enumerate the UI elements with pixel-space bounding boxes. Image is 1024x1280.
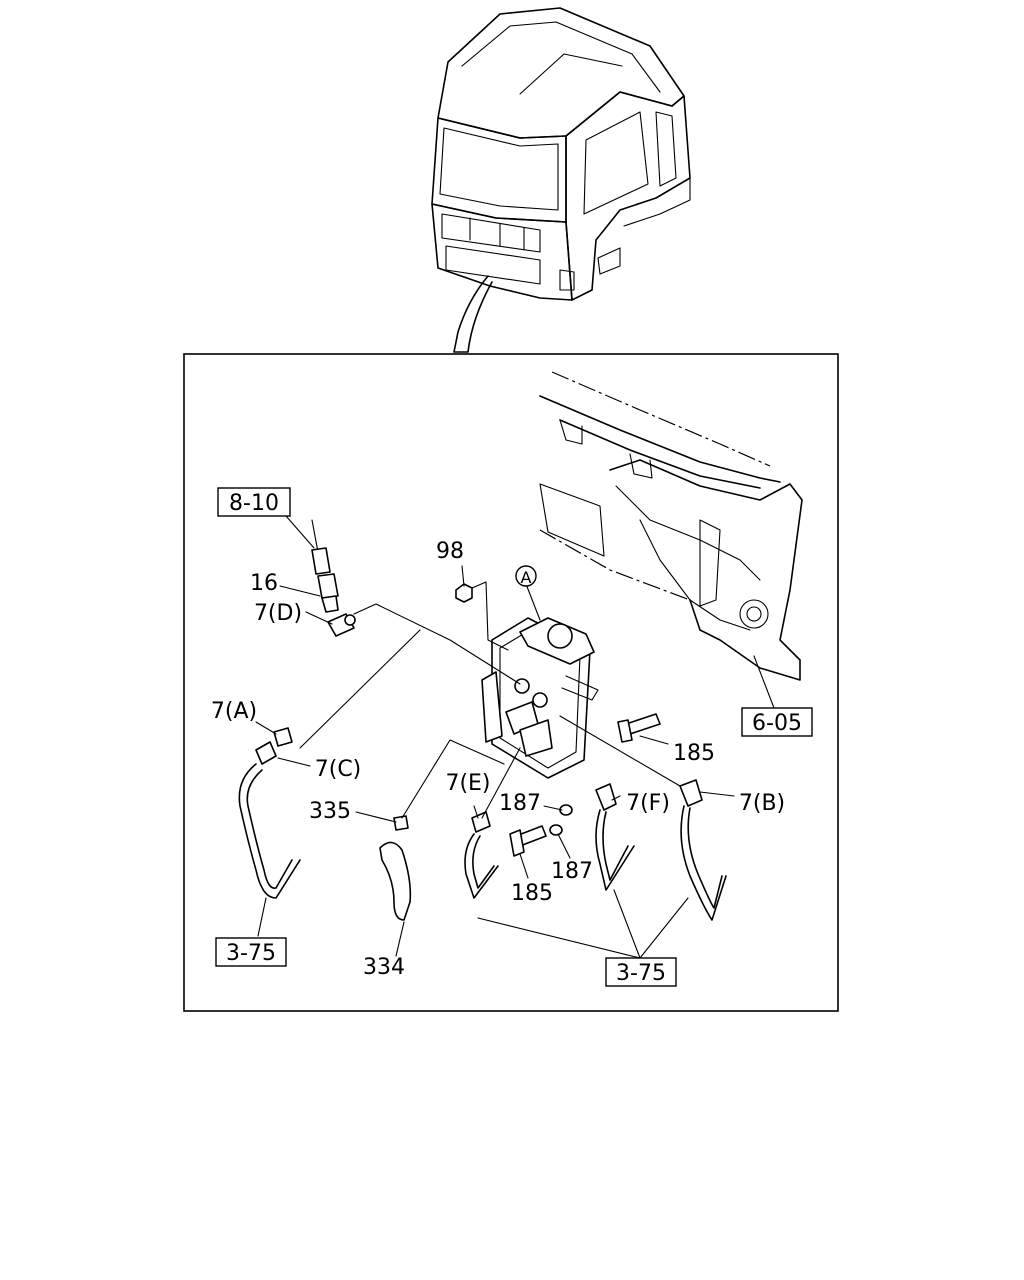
circle-A — [515, 565, 537, 587]
fitting-7E — [471, 811, 491, 833]
hoses — [238, 763, 727, 921]
switch-16 — [311, 519, 339, 613]
cab-panel — [539, 371, 803, 681]
label-16: 16 — [250, 571, 278, 596]
truck-cab-illustration — [431, 7, 691, 353]
label-6-05: 6-05 — [752, 711, 802, 736]
bolt-185b — [509, 825, 547, 857]
label-7B: 7(B) — [739, 791, 785, 816]
label-187a: 187 — [499, 791, 541, 816]
box-3-75-right — [605, 957, 677, 987]
label-7C: 7(C) — [315, 757, 362, 782]
label-7E: 7(E) — [445, 771, 490, 796]
leader-lines — [255, 515, 775, 959]
washers-187 — [549, 804, 573, 836]
label-334: 334 — [363, 955, 405, 980]
box-3-75-left — [215, 937, 287, 967]
label-7D: 7(D) — [254, 601, 302, 626]
label-A: A — [521, 568, 532, 587]
labels: 8-10 16 7(D) 98 A 6-05 7(A) 7(C) 185 7(E… — [211, 487, 813, 987]
label-7F: 7(F) — [626, 791, 670, 816]
clip-335 — [393, 815, 409, 831]
box-8-10 — [217, 487, 291, 517]
label-185a: 185 — [673, 741, 715, 766]
nut-98 — [455, 583, 473, 603]
box-6-05 — [741, 707, 813, 737]
detail-frame — [183, 353, 839, 1012]
label-8-10: 8-10 — [229, 491, 279, 516]
bolt-185a — [617, 713, 661, 743]
label-3-75-right: 3-75 — [616, 961, 666, 986]
label-335: 335 — [309, 799, 351, 824]
fitting-7D — [327, 613, 356, 637]
label-3-75-left: 3-75 — [226, 941, 276, 966]
label-7A: 7(A) — [211, 699, 257, 724]
label-98: 98 — [436, 539, 464, 564]
fitting-7C — [255, 741, 277, 765]
fitting-7A — [273, 727, 293, 747]
label-187b: 187 — [551, 859, 593, 884]
label-185b: 185 — [511, 881, 553, 906]
valve-assembly — [481, 617, 599, 779]
fitting-7B — [679, 779, 703, 807]
fitting-7F — [595, 783, 617, 811]
